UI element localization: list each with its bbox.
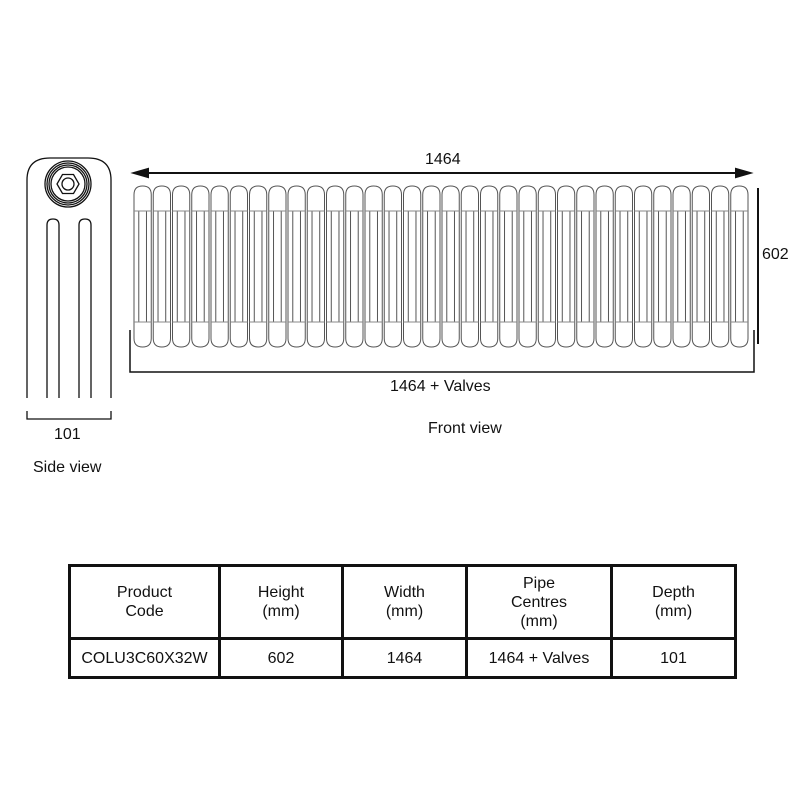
table-row: COLU3C60X32W 602 1464 1464 + Valves 101 (68, 637, 737, 679)
cell-pipe-centres: 1464 + Valves (465, 637, 613, 679)
front-height-label: 602 (762, 246, 789, 263)
header-pipe-centres: Pipe Centres (mm) (465, 564, 613, 640)
header-text: Depth (652, 584, 695, 601)
side-view-drawing (26, 157, 112, 420)
pipe-centres-label: 1464 + Valves (390, 378, 491, 395)
cell-height: 602 (218, 637, 344, 679)
side-view-caption: Side view (33, 459, 102, 476)
header-text: (mm) (520, 612, 558, 630)
header-width: Width (mm) (341, 564, 468, 640)
header-text: Width (384, 584, 425, 601)
header-product-code: Product Code (68, 564, 221, 640)
header-text: Centres (510, 593, 568, 611)
table-header-row: Product Code Height (mm) Width (mm) Pipe… (68, 564, 737, 640)
cell-product-code: COLU3C60X32W (68, 637, 221, 679)
header-text: Pipe (522, 574, 556, 592)
cell-depth: 101 (610, 637, 737, 679)
specification-table: Product Code Height (mm) Width (mm) Pipe… (68, 564, 737, 679)
header-text: (mm) (262, 603, 300, 620)
header-text: (mm) (385, 603, 424, 620)
front-width-label: 1464 (425, 151, 461, 168)
front-view-caption: Front view (428, 420, 502, 437)
header-depth: Depth (mm) (610, 564, 737, 640)
front-view-sections (133, 185, 749, 348)
header-text: Height (257, 584, 305, 601)
side-depth-label: 101 (54, 426, 81, 443)
header-height: Height (mm) (218, 564, 344, 640)
header-text: (mm) (654, 603, 693, 620)
pipe-centres-dimension (129, 330, 755, 373)
header-text: Product (116, 584, 173, 601)
header-text: Code (125, 603, 164, 620)
front-width-dimension (130, 167, 754, 179)
cell-width: 1464 (341, 637, 468, 679)
